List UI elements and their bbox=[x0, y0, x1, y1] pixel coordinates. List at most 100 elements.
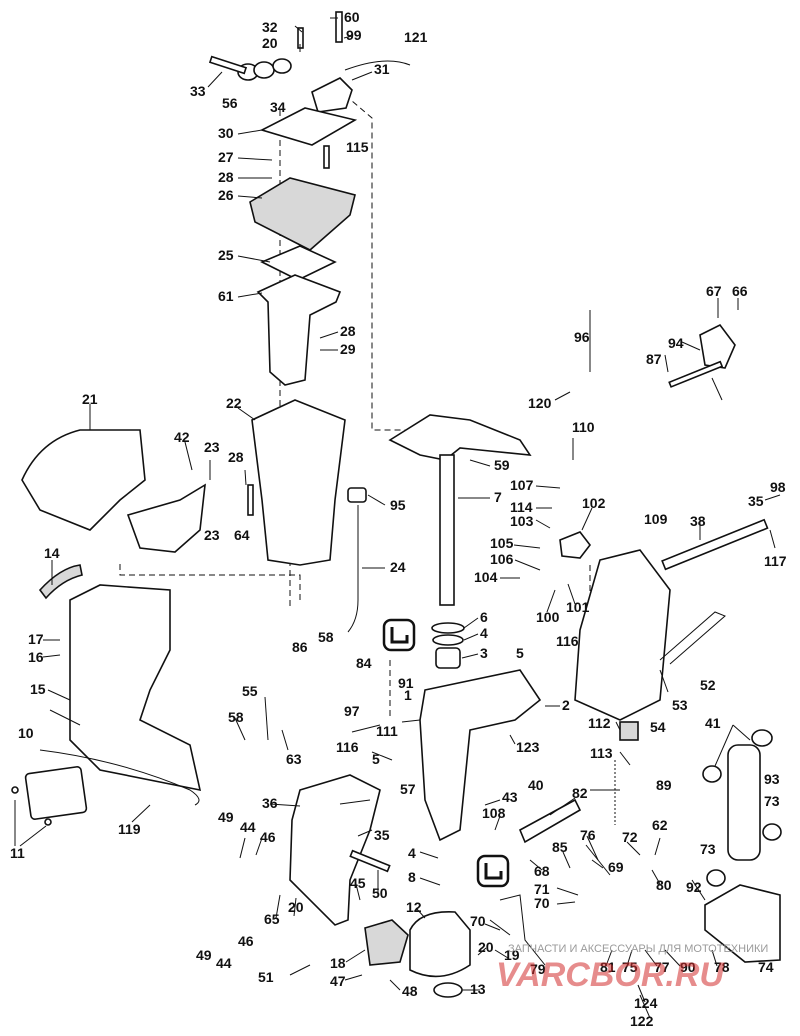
callout-73-top: 73 bbox=[764, 793, 780, 809]
part-tilt-tube-38 bbox=[661, 518, 769, 571]
callout-50: 50 bbox=[372, 885, 388, 901]
callout-31: 31 bbox=[374, 61, 390, 77]
callout-61: 61 bbox=[218, 288, 234, 304]
callout-7: 7 bbox=[494, 489, 502, 505]
callout-76: 76 bbox=[580, 827, 596, 843]
callout-119: 119 bbox=[118, 821, 141, 837]
callout-28-low: 28 bbox=[228, 449, 244, 465]
watermark: ЗАПЧАСТИ И АКСЕССУАРЫ ДЛЯ МОТОТЕХНИКИ VA… bbox=[496, 943, 768, 994]
callout-92: 92 bbox=[686, 879, 702, 895]
callout-91: 91 bbox=[398, 675, 414, 691]
callout-121: 121 bbox=[404, 29, 428, 45]
part-nut-13 bbox=[433, 982, 463, 998]
callout-48: 48 bbox=[402, 983, 418, 999]
callout-45: 45 bbox=[350, 875, 366, 891]
part-washer-4 bbox=[432, 634, 464, 646]
part-plate-10 bbox=[24, 766, 88, 820]
part-bushing-41a bbox=[751, 729, 773, 747]
part-bolt-60 bbox=[335, 11, 343, 43]
callout-4-low: 4 bbox=[408, 845, 416, 861]
callout-leaders bbox=[14, 17, 781, 1019]
callout-22: 22 bbox=[226, 395, 242, 411]
callout-55: 55 bbox=[242, 683, 258, 699]
callout-117: 117 bbox=[764, 553, 787, 569]
part-actuator-102 bbox=[559, 531, 592, 559]
callout-68: 68 bbox=[534, 863, 550, 879]
callout-62: 62 bbox=[652, 817, 668, 833]
part-base-74 bbox=[704, 884, 781, 963]
callout-27: 27 bbox=[218, 149, 234, 165]
callout-113: 113 bbox=[590, 745, 613, 761]
callout-57: 57 bbox=[400, 781, 416, 797]
part-top-bracket bbox=[311, 77, 353, 113]
part-tube-24 bbox=[347, 505, 359, 633]
callout-78: 78 bbox=[714, 959, 730, 975]
callout-111: 111 bbox=[376, 723, 398, 739]
callout-26: 26 bbox=[218, 187, 234, 203]
callout-79: 79 bbox=[530, 961, 546, 977]
part-bushing-41b bbox=[702, 765, 722, 783]
watermark-logo: VARCBOR.RU bbox=[496, 956, 725, 994]
part-bushing-73a bbox=[762, 823, 782, 841]
part-clamp-12 bbox=[409, 911, 471, 978]
callout-58-low: 58 bbox=[228, 709, 244, 725]
callout-84: 84 bbox=[356, 655, 372, 671]
part-block-112 bbox=[619, 721, 639, 741]
part-bolt-33 bbox=[208, 55, 248, 75]
callout-44-top: 44 bbox=[240, 819, 256, 835]
part-seal-14 bbox=[38, 564, 83, 600]
callout-81: 81 bbox=[600, 959, 616, 975]
callout-19: 19 bbox=[504, 947, 520, 963]
callout-24: 24 bbox=[390, 559, 406, 575]
callout-11: 11 bbox=[10, 845, 25, 861]
callout-47: 47 bbox=[330, 973, 346, 989]
callout-21: 21 bbox=[82, 391, 98, 407]
part-screw-11a bbox=[11, 786, 19, 794]
callout-75: 75 bbox=[622, 959, 638, 975]
callout-5-top: 5 bbox=[516, 645, 524, 661]
callout-97: 97 bbox=[344, 703, 360, 719]
callout-106: 106 bbox=[490, 551, 514, 567]
callout-18: 18 bbox=[330, 955, 346, 971]
part-cable-121 bbox=[344, 60, 411, 71]
callout-23-top: 23 bbox=[204, 439, 220, 455]
callout-116-top: 116 bbox=[556, 633, 579, 649]
part-exhaust-61 bbox=[256, 274, 342, 386]
callout-33: 33 bbox=[190, 83, 206, 99]
callout-10: 10 bbox=[18, 725, 34, 741]
callout-85: 85 bbox=[552, 839, 568, 855]
callout-4-top: 4 bbox=[480, 625, 488, 641]
callout-114: 114 bbox=[510, 499, 533, 515]
part-swivel-bracket-1 bbox=[419, 669, 542, 842]
callout-124: 124 bbox=[634, 995, 658, 1011]
callout-5-low: 5 bbox=[372, 751, 380, 767]
callout-56: 56 bbox=[222, 95, 238, 111]
callout-115: 115 bbox=[346, 139, 369, 155]
parts bbox=[11, 11, 782, 998]
part-stern-bracket-36 bbox=[289, 774, 381, 926]
part-washer-34b bbox=[272, 58, 292, 74]
callout-46-low: 46 bbox=[238, 933, 254, 949]
callout-60: 60 bbox=[344, 9, 360, 25]
lubrication-symbol-2 bbox=[476, 854, 510, 888]
part-bolt-64 bbox=[247, 484, 254, 516]
callout-112: 112 bbox=[588, 715, 611, 731]
part-washer-34a bbox=[253, 61, 275, 79]
callout-44-low: 44 bbox=[216, 955, 232, 971]
callout-53: 53 bbox=[672, 697, 688, 713]
callout-95: 95 bbox=[390, 497, 406, 513]
callout-87: 87 bbox=[646, 351, 662, 367]
callout-25: 25 bbox=[218, 247, 234, 263]
callout-59: 59 bbox=[494, 457, 510, 473]
callout-105: 105 bbox=[490, 535, 514, 551]
callout-12: 12 bbox=[406, 899, 422, 915]
callout-8: 8 bbox=[408, 869, 416, 885]
callout-15: 15 bbox=[30, 681, 46, 697]
callout-70-mid: 70 bbox=[534, 895, 550, 911]
part-cover-21 bbox=[21, 429, 146, 531]
callout-52: 52 bbox=[700, 677, 716, 693]
callout-28-mid: 28 bbox=[340, 323, 356, 339]
callout-86: 86 bbox=[292, 639, 308, 655]
part-seal-119 bbox=[39, 749, 200, 806]
callout-23-low: 23 bbox=[204, 527, 220, 543]
